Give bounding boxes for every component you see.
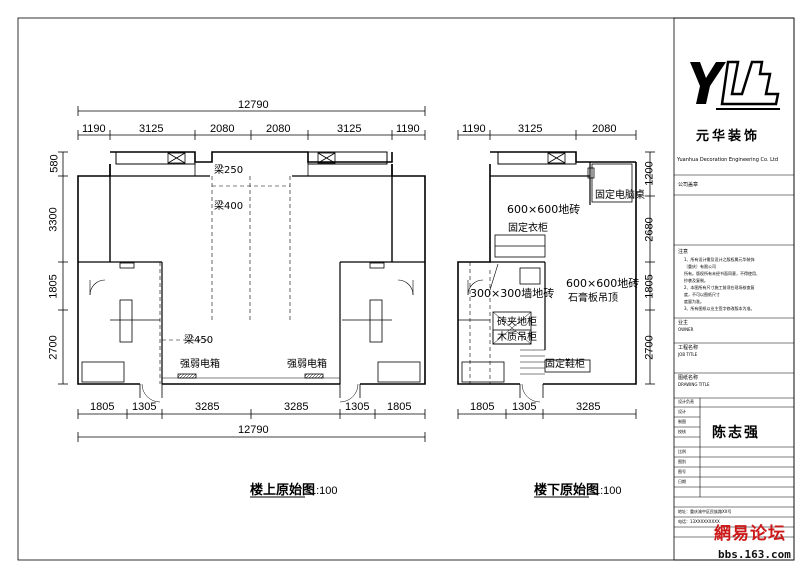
upper-left-dim-4: 2700: [47, 335, 60, 360]
owner-label-en: OWNER: [678, 327, 694, 332]
upper-floor-plan: [58, 106, 426, 442]
company-name: 元华装饰: [696, 129, 761, 144]
owner-label: 业主: [678, 320, 689, 326]
note-line-5: 2、本图所有尺寸施工前须在现场核查复: [684, 285, 755, 290]
elec-box-left-label: 强弱电箱: [180, 359, 220, 370]
tile-c-label: 300×300墙地砖: [470, 287, 555, 300]
fixed-shoe-cabinet-label: 固定鞋柜: [545, 359, 585, 370]
phone-text: 电话：13XXXXXXXXX: [678, 519, 720, 524]
tile-b-label: 600×600地砖: [566, 277, 640, 290]
title-block-grid: [674, 174, 794, 538]
checked-label: 校核: [678, 429, 686, 434]
note-line-7: 度量为准。: [684, 299, 704, 304]
note-line-1: 1、所有设计需及设计之版权属元华装饰: [684, 257, 755, 262]
project-label-en: JOB TITLE: [678, 352, 698, 357]
lower-plan-scale: 1:100: [594, 485, 622, 497]
drawing-label-en: DRAWING TITLE: [678, 382, 710, 387]
company-logo: [690, 60, 780, 110]
beam-450-label: 梁450: [184, 335, 214, 346]
watermark-brand: 網易论坛: [714, 524, 786, 544]
note-line-2: （重庆）有限公司: [684, 264, 716, 269]
upper-top-dim-6: 1190: [396, 123, 420, 135]
upper-plan-title: 楼上原始图: [250, 483, 316, 498]
upper-overall-top-dim: 12790: [238, 99, 269, 111]
drawn-label: 制图: [678, 419, 686, 424]
lower-top-dim-1: 1190: [462, 123, 486, 135]
fixed-desk-label: 固定电脑桌: [595, 190, 645, 201]
lower-bottom-dim-2: 1305: [512, 401, 537, 413]
floor-cabinet-label: 砖夹地柜: [497, 317, 537, 328]
lower-bottom-dim-1: 1805: [470, 401, 495, 413]
beam-400-label: 梁400: [214, 201, 244, 212]
elec-box-right-label: 强弱电箱: [287, 359, 327, 370]
upper-left-dim-2: 3300: [47, 207, 60, 232]
lower-top-dim-3: 2080: [592, 123, 617, 135]
upper-overall-bottom-dim: 12790: [238, 424, 269, 436]
tile-a-label: 600×600地砖: [507, 203, 581, 216]
lower-bottom-dim-3: 3285: [576, 401, 601, 413]
note-line-8: 3、所有图纸以业主签字修改版本为准。: [684, 306, 755, 311]
chief-designer-label: 设计负责: [678, 399, 694, 404]
upper-left-dim-3: 1805: [47, 274, 60, 299]
note-line-6: 度，不可以图纸尺寸: [684, 292, 720, 297]
upper-bottom-dim-4: 3285: [284, 401, 309, 413]
sheet-sort-label: 图别: [678, 459, 686, 464]
title-block-frame: [673, 17, 795, 561]
company-english-name: Yuanhua Decoration Engineering Co. Ltd: [677, 157, 779, 163]
upper-left-dim-1: 580: [48, 154, 61, 173]
fixed-wardrobe-label: 固定衣柜: [508, 223, 548, 234]
upper-top-dim-5: 3125: [337, 123, 362, 135]
upper-top-dim-2: 3125: [139, 123, 164, 135]
watermark: 網易论坛 bbs.163.com: [704, 525, 800, 565]
date-label: 日期: [678, 479, 686, 484]
address-text: 地址：重庆渝中区民族路XX号: [678, 509, 732, 514]
lower-right-dim-2: 2680: [643, 217, 656, 242]
gypsum-ceiling-label: 石膏板吊顶: [568, 293, 618, 304]
lower-top-dim-2: 3125: [518, 123, 543, 135]
upper-top-dim-4: 2080: [266, 123, 291, 135]
beam-250-label: 梁250: [214, 165, 244, 176]
design-label: 设计: [678, 409, 686, 414]
notes-title: 注意: [678, 249, 689, 255]
note-line-4: 抄袭及复制。: [684, 278, 708, 283]
note-line-3: 所有。版权所有未经书面同意，不得使用、: [684, 271, 760, 276]
upper-plan-scale: 1:100: [310, 485, 338, 497]
scale-label: 比例: [678, 449, 686, 454]
upper-bottom-dim-5: 1305: [345, 401, 370, 413]
upper-top-dim-1: 1190: [82, 123, 106, 135]
lower-right-dim-4: 2700: [643, 335, 656, 360]
upper-top-dim-3: 2080: [210, 123, 235, 135]
lower-right-dim-1: 1200: [643, 161, 656, 186]
upper-bottom-dim-6: 1805: [387, 401, 412, 413]
designer-name: 陈志强: [712, 425, 760, 441]
upper-bottom-dim-1: 1805: [90, 401, 115, 413]
upper-bottom-dim-3: 3285: [195, 401, 220, 413]
lower-right-dim-3: 1805: [643, 274, 656, 299]
watermark-url: bbs.163.com: [718, 548, 791, 561]
upper-bottom-dim-2: 1305: [132, 401, 157, 413]
drawing-no-label: 图号: [678, 469, 686, 474]
project-label: 工程名称: [678, 345, 699, 351]
company-seal-label: 公司盖章: [678, 182, 699, 188]
drawing-label: 图纸名称: [678, 375, 699, 381]
hanging-cabinet-label: 木质吊柜: [497, 332, 537, 343]
lower-plan-title: 楼下原始图: [534, 483, 600, 498]
lower-floor-plan: [457, 130, 655, 419]
